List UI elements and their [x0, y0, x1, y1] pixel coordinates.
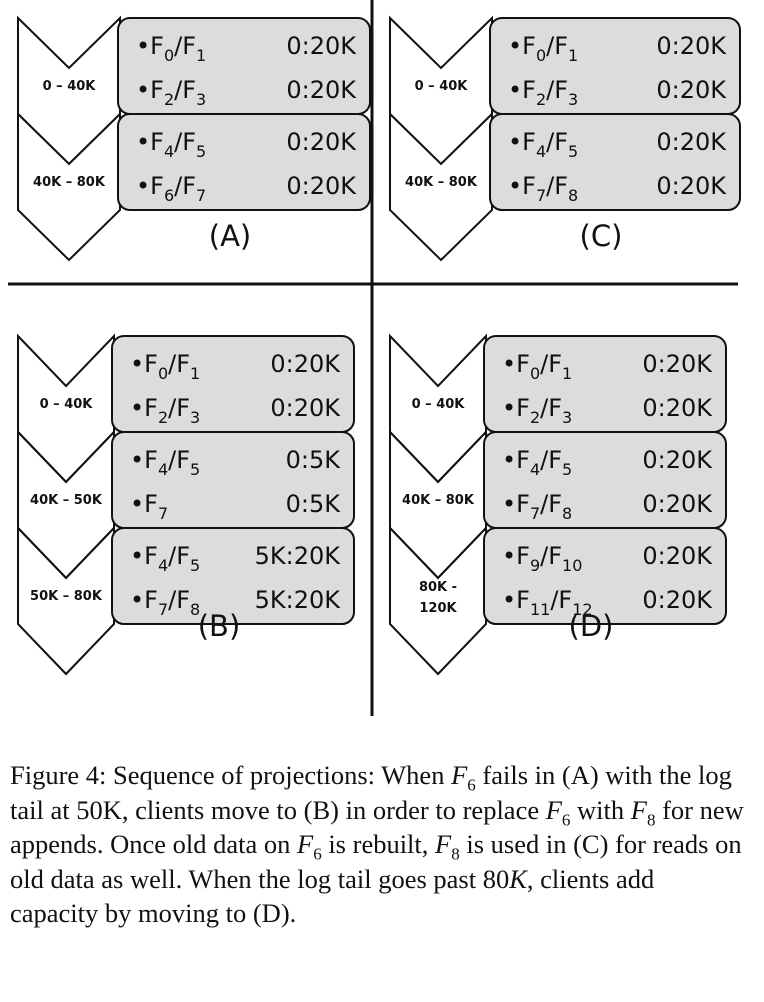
projection-entry: •F7/F8 — [508, 172, 578, 205]
projection-entry: •F9/F10 — [502, 542, 582, 575]
range-label: 0 – 40K — [412, 397, 466, 412]
projection-entry: •F7/F8 — [502, 490, 572, 523]
range-value: 0:20K — [656, 32, 727, 60]
segment-box — [117, 113, 371, 211]
range-value: 0:20K — [656, 128, 727, 156]
projection-entry: •F2/F3 — [508, 76, 578, 109]
segment-box — [111, 527, 355, 625]
range-chevron — [17, 525, 115, 676]
range-label: 40K – 80K — [33, 175, 106, 190]
range-chevron — [389, 111, 493, 262]
projection-entry: •F6/F7 — [136, 172, 206, 205]
projections-diagram: 0 – 40K •F0/F1 0:20K •F2/F3 0:20K 40K – 80K •F… — [8, 0, 741, 716]
range-chevron — [17, 111, 121, 262]
projection-entry: •F2/F3 — [130, 394, 200, 427]
range-label: 0 – 40K — [415, 79, 469, 94]
panel-c: 0 – 40K •F0/F1 0:20K •F2/F3 0:20K 40K – 80K •F… — [389, 15, 741, 262]
range-value: 0:20K — [286, 172, 357, 200]
range-value: 0:5K — [286, 446, 342, 474]
panel-b: 0 – 40K •F0/F1 0:20K •F2/F3 0:20K 40K – 50K •F… — [17, 333, 355, 676]
range-value: 0:20K — [656, 172, 727, 200]
panel-label: (C) — [580, 219, 623, 253]
panel-label: (D) — [569, 609, 614, 643]
projection-entry: •F4/F5 — [130, 542, 200, 575]
range-label: 50K – 80K — [30, 589, 103, 604]
projection-entry: •F4/F5 — [130, 446, 200, 479]
range-label: 40K – 80K — [405, 175, 478, 190]
range-value: 0:20K — [642, 542, 713, 570]
figure-caption: Figure 4: Sequence of projections: When … — [10, 760, 744, 928]
range-value: 0:20K — [270, 394, 341, 422]
projection-entry: •F0/F1 — [130, 350, 200, 383]
segment-box — [483, 527, 727, 625]
range-value: 0:20K — [270, 350, 341, 378]
projection-entry: •F4/F5 — [502, 446, 572, 479]
segment-box — [489, 113, 741, 211]
range-value: 0:20K — [642, 350, 713, 378]
projection-entry: •F2/F3 — [502, 394, 572, 427]
panel-label: (A) — [209, 219, 251, 253]
range-label: 120K — [419, 601, 457, 616]
range-value: 0:20K — [642, 586, 713, 614]
range-label: 40K – 50K — [30, 493, 103, 508]
panel-d: 0 – 40K •F0/F1 0:20K •F2/F3 0:20K 40K – 80K •F… — [389, 333, 727, 676]
range-value: 0:20K — [286, 128, 357, 156]
projection-entry: •F0/F1 — [508, 32, 578, 65]
projection-entry: •F0/F1 — [136, 32, 206, 65]
range-value: 0:20K — [286, 76, 357, 104]
range-label: 0 – 40K — [43, 79, 97, 94]
range-value: 5K:20K — [255, 542, 342, 570]
projection-entry: •F2/F3 — [136, 76, 206, 109]
projection-entry: •F4/F5 — [508, 128, 578, 161]
range-value: 0:20K — [656, 76, 727, 104]
projection-entry: •F11/F12 — [502, 586, 593, 619]
projection-entry: •F4/F5 — [136, 128, 206, 161]
range-value: 0:20K — [286, 32, 357, 60]
range-value: 0:20K — [642, 446, 713, 474]
range-value: 0:20K — [642, 394, 713, 422]
range-label: 80K - — [419, 580, 457, 595]
range-label: 40K – 80K — [402, 493, 475, 508]
panel-label: (B) — [198, 609, 241, 643]
range-chevron — [389, 525, 487, 676]
projection-entry: •F7/F8 — [130, 586, 200, 619]
projection-entry: •F7 — [130, 490, 168, 523]
range-label: 0 – 40K — [40, 397, 94, 412]
range-value: 5K:20K — [255, 586, 342, 614]
range-value: 0:20K — [642, 490, 713, 518]
panel-a: 0 – 40K •F0/F1 0:20K •F2/F3 0:20K 40K – 80K •F… — [17, 15, 371, 262]
range-value: 0:5K — [286, 490, 342, 518]
projection-entry: •F0/F1 — [502, 350, 572, 383]
